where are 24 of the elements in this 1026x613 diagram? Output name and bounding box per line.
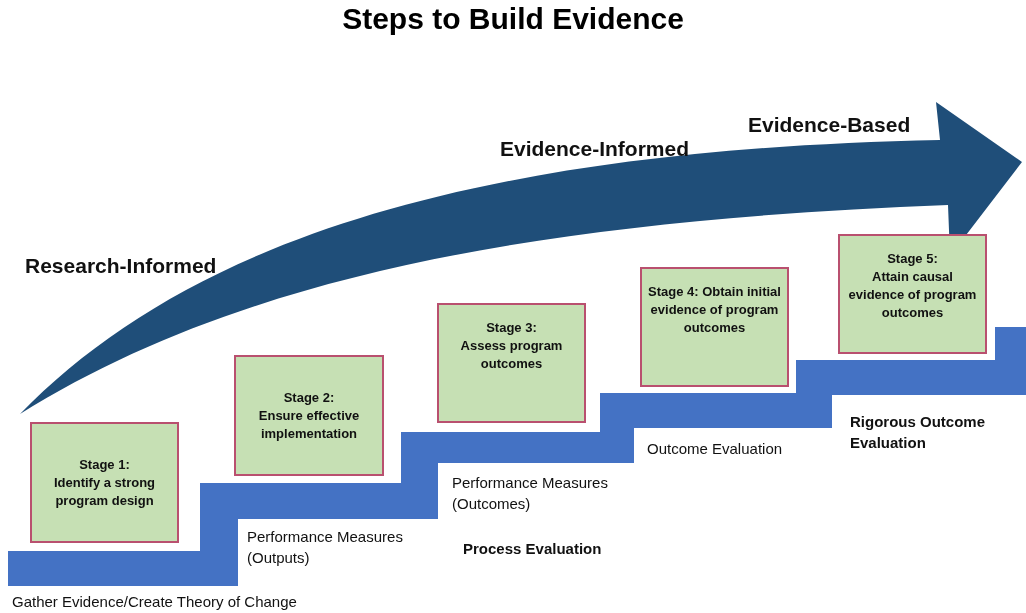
stage-heading: Stage 1: (79, 455, 130, 474)
stage-box (234, 355, 384, 476)
stage-label: Evidence-Informed (500, 138, 691, 159)
stage-heading: Stage 5: (887, 250, 938, 268)
stage-label: Research-Informed (25, 255, 218, 276)
stage-text: Assess program outcomes (459, 337, 564, 373)
step-label: Rigorous Outcome Evaluation (850, 412, 986, 453)
stage-heading: Stage 3: (486, 319, 537, 337)
step-label: Process Evaluation (463, 539, 603, 559)
step-label: Performance Measures (Outcomes) (452, 473, 609, 514)
stage-label: Evidence-Based (748, 114, 912, 135)
stage-box (437, 303, 586, 423)
step-label: Outcome Evaluation (647, 439, 784, 459)
title: Steps to Build Evidence (341, 2, 685, 36)
stage-box (838, 234, 987, 354)
stage-text: Ensure effective implementation (257, 406, 361, 443)
stage-box (30, 422, 179, 543)
step-label: Gather Evidence/Create Theory of Change (12, 592, 298, 612)
stage-heading: Stage 2: (283, 388, 335, 407)
stage-box (640, 267, 789, 387)
stage-text: Attain causal evidence of program outcomes (847, 268, 978, 322)
stage-heading: Stage 4: Obtain initial evidence of program outcomes (647, 283, 782, 337)
stage-text: Identify a strong program design (52, 473, 157, 510)
step-label: Performance Measures (Outputs) (247, 527, 404, 568)
